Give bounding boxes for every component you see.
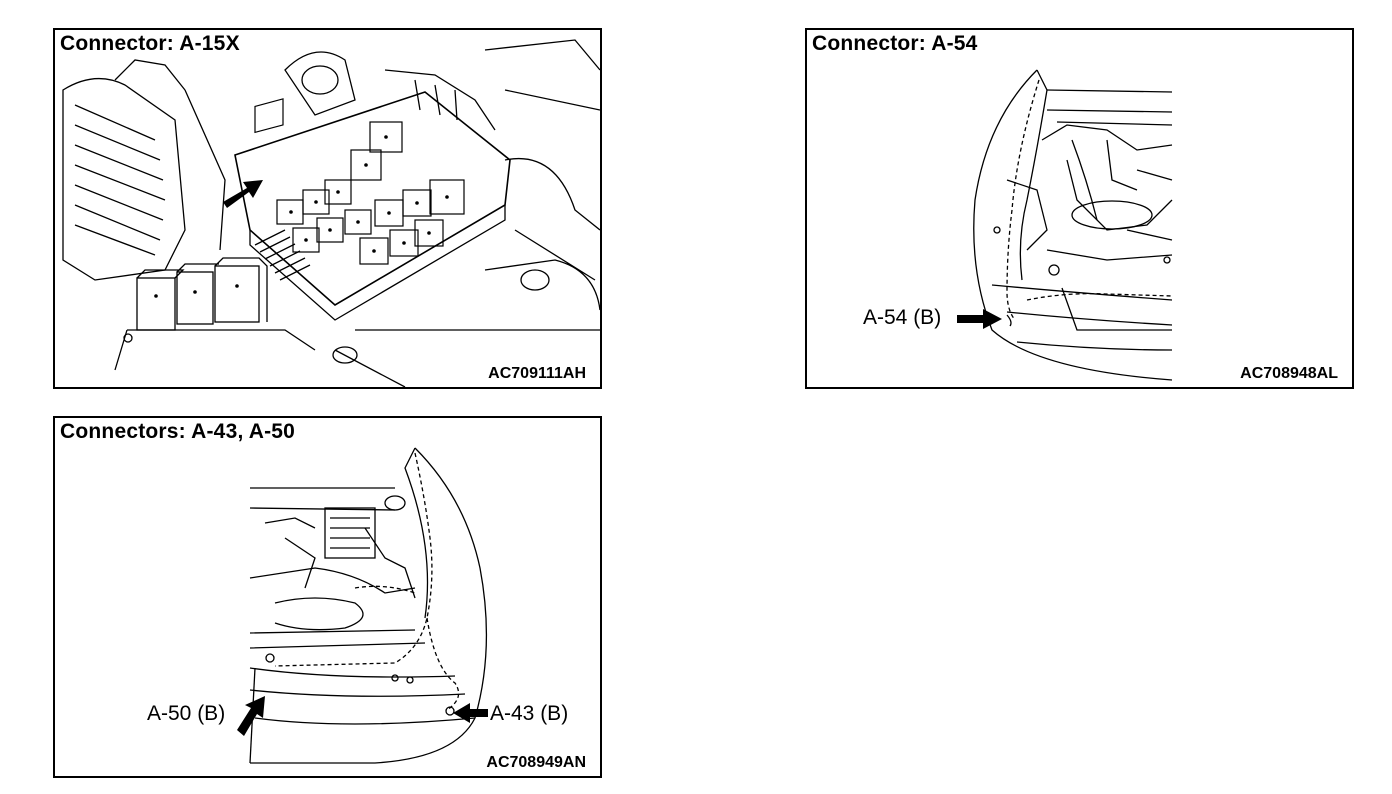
callout-a50: A-50 (B): [145, 702, 228, 726]
panel-title: Connector: A-54: [812, 32, 981, 56]
callout-a54: A-54 (B): [861, 306, 944, 330]
figure-code: AC708948AL: [1238, 365, 1340, 383]
figure-code: AC709111AH: [486, 365, 588, 383]
pointer-arrow-icon: [237, 696, 265, 736]
relay-box-illustration: [62, 39, 600, 387]
panel-title: Connector: A-15X: [60, 32, 243, 56]
pointer-arrow-icon: [453, 703, 488, 723]
pointer-arrow-icon: [957, 309, 1002, 329]
figure-code: AC708949AN: [484, 754, 588, 772]
engine-bay-illustration: [237, 447, 488, 764]
panel-title: Connectors: A-43, A-50: [60, 420, 299, 444]
panel-connector-a15x: Connector: A-15X AC709111AH: [53, 28, 602, 389]
panel-connector-a54: Connector: A-54 A-54 (B) AC708948AL: [805, 28, 1354, 389]
callout-a43: A-43 (B): [488, 702, 571, 726]
front-bumper-illustration: [957, 69, 1173, 381]
pointer-arrow-icon: [223, 180, 263, 208]
panel-connectors-a43-a50: Connectors: A-43, A-50 A-50 (B) A-43 (B)…: [53, 416, 602, 778]
